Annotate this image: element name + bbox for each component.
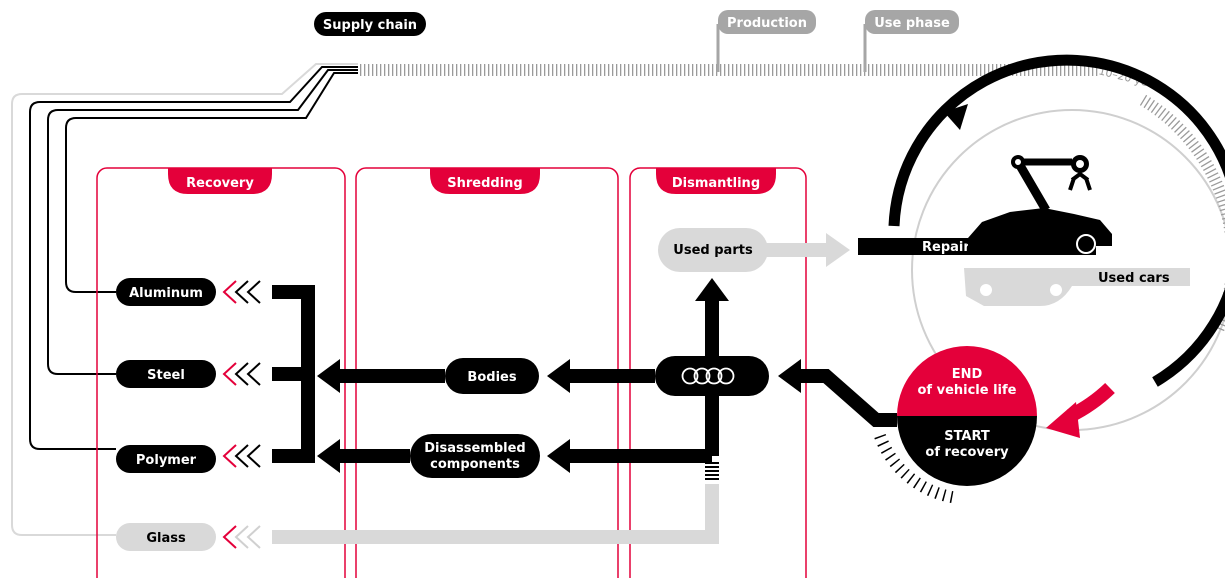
steel-label: Steel [147,368,185,383]
aluminum-label: Aluminum [129,286,203,301]
recovery-title: Recovery [186,176,254,191]
shredding-title: Shredding [447,176,522,191]
end-start-node: END of vehicle life START of recovery [897,346,1037,486]
end-label-line1: END [952,367,983,382]
used-parts-node: Used parts [658,228,768,272]
used-cars-label: Used cars [1098,271,1170,286]
dismantling-title: Dismantling [672,176,760,191]
glass-label: Glass [146,531,186,546]
chevrons [222,280,261,549]
supply-chain-label: Supply chain [323,18,417,33]
life-cycle [874,54,1225,504]
recovery-entry-flow [778,359,897,427]
use-phase-ticks [1139,94,1225,333]
cycle-arrow-icon [944,104,968,130]
up-arrow-icon [695,278,729,301]
supply-chain-tag: Supply chain [314,12,426,36]
disassembled-label-line2: components [430,457,520,472]
production-label: Production [727,16,807,31]
material-flows [272,278,729,473]
recovery-section: Recovery [96,167,346,578]
left-arrow-icon [778,359,801,393]
start-label-line2: of recovery [925,445,1009,460]
bodies-node: Bodies [445,358,539,394]
logo-node [655,356,769,396]
repair-label: Repair [922,240,970,255]
end-label-line2: of vehicle life [917,383,1016,398]
production-tag: Production [716,10,816,72]
aluminum-node: Aluminum [116,278,216,306]
used-parts-flow [760,233,850,267]
used-cars-path: Used cars [964,268,1190,306]
use-phase-tag: Use phase [863,10,959,72]
steel-node: Steel [116,360,216,388]
use-phase-label: Use phase [874,16,950,31]
feedback-lines [11,63,358,536]
car-icon [968,208,1112,254]
left-arrow-icon [317,359,340,393]
bodies-label: Bodies [467,370,516,385]
used-parts-label: Used parts [673,243,753,258]
polymer-label: Polymer [136,453,197,468]
disassembled-components-node: Disassembled components [410,434,540,478]
robot-arm-icon [1011,155,1092,213]
timeline-ticks [358,64,1100,76]
glass-chevrons-icon [222,525,261,549]
glass-node: Glass [116,523,216,551]
right-arrow-icon [826,233,850,267]
steel-chevrons-icon [222,362,261,386]
left-arrow-icon [317,439,340,473]
left-arrow-icon [547,439,570,473]
end-arrow-icon [1046,402,1080,438]
polymer-chevrons-icon [222,444,261,468]
use-phase-arc [888,54,1225,387]
four-rings-logo [681,367,735,385]
left-arrow-icon [547,359,570,393]
start-label-line1: START [944,429,990,444]
aluminum-chevrons-icon [222,280,261,304]
polymer-node: Polymer [116,445,216,473]
disassembled-label-line1: Disassembled [424,441,525,456]
